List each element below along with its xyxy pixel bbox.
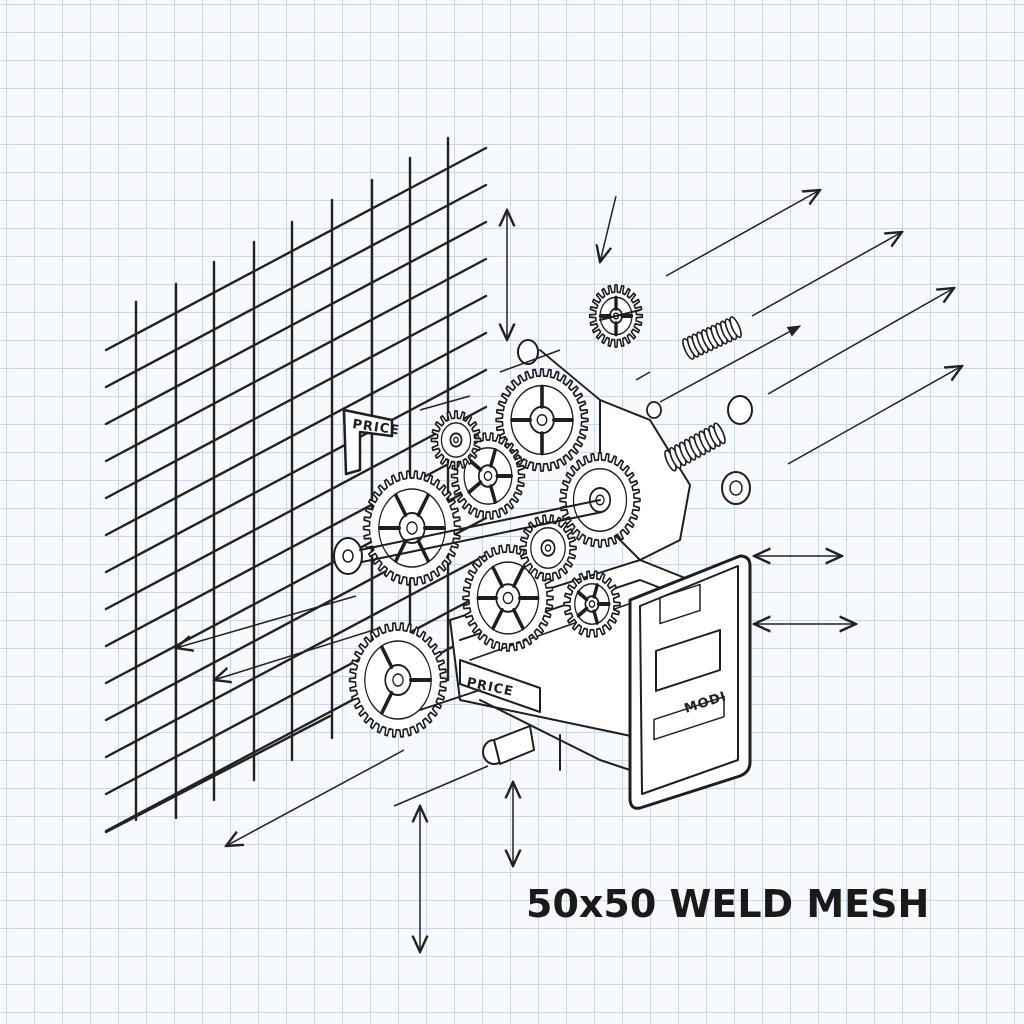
mesh-horizontal-wire: [104, 368, 488, 574]
gear-icon: [430, 410, 482, 470]
mesh-horizontal-wire: [104, 405, 488, 611]
price-tag-upper: PRICE: [342, 408, 401, 476]
gear-assembly: [348, 284, 644, 738]
mesh-horizontal-wire: [104, 294, 488, 500]
mesh-horizontal-wire: [104, 590, 488, 796]
gear-icon: [563, 570, 621, 638]
mesh-horizontal-wire: [104, 553, 488, 759]
gear-icon: [519, 514, 577, 582]
mesh-horizontal-wire: [104, 714, 332, 834]
gear-icon: [495, 368, 589, 472]
shafts: [359, 309, 641, 711]
mesh-horizontal-wire: [104, 146, 488, 352]
gear-icon: [362, 470, 462, 586]
mesh-horizontal-wire: [104, 220, 488, 426]
mesh-horizontal-wire: [104, 331, 488, 537]
bushing-icon: [333, 339, 753, 765]
price-tag-upper-label: PRICE: [351, 417, 400, 439]
gear-icon: [348, 622, 448, 738]
spring-icon: [664, 316, 742, 472]
dimension-arrow-icon: [176, 190, 962, 952]
control-panel: MODI: [628, 554, 752, 810]
mesh-horizontal-wire: [104, 257, 488, 463]
mesh-horizontal-wire: [104, 183, 488, 389]
diagram-title: 50x50 WELD MESH: [526, 882, 930, 926]
